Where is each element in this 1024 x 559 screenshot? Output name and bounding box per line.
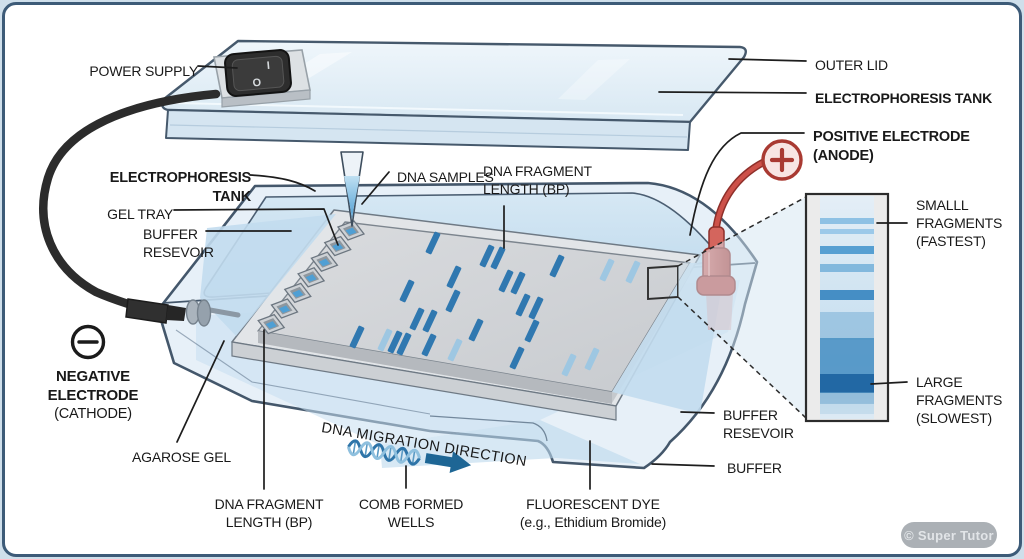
inset-band [820, 246, 874, 254]
inset-band [820, 312, 874, 340]
watermark-text: © Super Tutor [904, 527, 994, 543]
inset-band [820, 218, 874, 224]
switch-off-mark: O [252, 77, 262, 90]
dna-band [549, 254, 565, 278]
label-electrophoresis-tank-left: ELECTROPHORESIS TANK [109, 170, 251, 205]
dna-band [447, 338, 463, 362]
inset-projection [677, 196, 807, 419]
dna-band [468, 318, 484, 342]
dna-band [498, 269, 514, 293]
inset-band [820, 392, 874, 404]
dna-band [509, 346, 525, 370]
dna-band [524, 319, 540, 343]
label-electrophoresis-tank-right: ELECTROPHORESIS TANK [815, 90, 992, 106]
well [257, 313, 286, 335]
inset-band [820, 374, 874, 393]
label-positive-electrode: POSITIVE ELECTRODE (ANODE) [813, 129, 970, 164]
power-switch: I O [213, 49, 311, 108]
buffer-reservoir-left-water [200, 214, 336, 336]
label-dna-samples: DNA SAMPLES [397, 169, 494, 185]
dna-band [479, 244, 495, 268]
dna-band [528, 296, 544, 320]
label-dna-fragment-length-top: DNA FRAGMENT LENGTH (BP) [483, 163, 592, 197]
inset-panel [804, 192, 890, 423]
label-buffer-resevoir-left: BUFFER RESEVOIR [143, 226, 214, 260]
dna-band [445, 289, 461, 313]
well [310, 251, 339, 272]
well [283, 282, 312, 304]
dna-band [515, 293, 531, 317]
dna-band [377, 328, 393, 352]
well [336, 220, 366, 241]
migration-arrow-icon [424, 451, 472, 474]
label-power-supply: POWER SUPPLY [89, 63, 198, 79]
label-fluorescent-dye: FLUORESCENT DYE (e.g., Ethidium Bromide) [519, 496, 667, 530]
dna-band [446, 265, 462, 289]
inset-band [820, 229, 874, 234]
outer-lid-shape [161, 39, 747, 151]
negative-electrode-plug [125, 298, 241, 327]
dna-band [349, 325, 365, 349]
leader-lines [173, 58, 908, 490]
pipette-icon [340, 151, 364, 227]
label-buffer-resevoir-right: BUFFER RESEVOIR [723, 407, 794, 441]
dna-band [387, 330, 403, 354]
plus-icon [761, 139, 803, 181]
minus-icon [70, 324, 106, 360]
inset-band [820, 264, 874, 272]
well [270, 298, 299, 319]
label-large-fragments: LARGE FRAGMENTS (SLOWEST) [916, 374, 1003, 426]
inset-bands-group [820, 218, 874, 414]
dna-band [399, 279, 415, 303]
dna-band [599, 258, 615, 282]
label-gel-tray: GEL TRAY [107, 206, 173, 222]
inset-band [820, 338, 874, 376]
label-comb-formed-wells: COMB FORMED WELLS [358, 496, 464, 530]
dna-band [422, 309, 438, 333]
dna-band [510, 271, 526, 295]
switch-on-mark: I [266, 60, 270, 72]
negative-cable [39, 89, 221, 313]
dna-band [425, 231, 441, 255]
label-negative-electrode-sub: (CATHODE) [54, 406, 132, 422]
dna-band [421, 333, 437, 357]
dna-helix-icon [346, 439, 472, 474]
dna-band [561, 353, 577, 377]
dna-band [409, 307, 425, 331]
well [297, 267, 326, 288]
inset-band [820, 290, 874, 300]
label-dna-fragment-length-bottom: DNA FRAGMENT LENGTH (BP) [214, 496, 324, 530]
dna-band [584, 347, 600, 371]
label-negative-electrode: NEGATIVE ELECTRODE [47, 368, 139, 405]
label-small-fragments: SMALLL FRAGMENTS (FASTEST) [916, 197, 1003, 249]
dna-band [490, 246, 506, 270]
dna-band [625, 260, 641, 284]
inset-band [820, 403, 874, 414]
watermark-badge: © Super Tutor [901, 522, 997, 548]
dna-band [396, 332, 412, 356]
label-agarose-gel: AGAROSE GEL [132, 449, 231, 465]
dna-bands-group [349, 231, 641, 377]
label-buffer: BUFFER [727, 460, 782, 476]
label-outer-lid: OUTER LID [815, 57, 888, 73]
